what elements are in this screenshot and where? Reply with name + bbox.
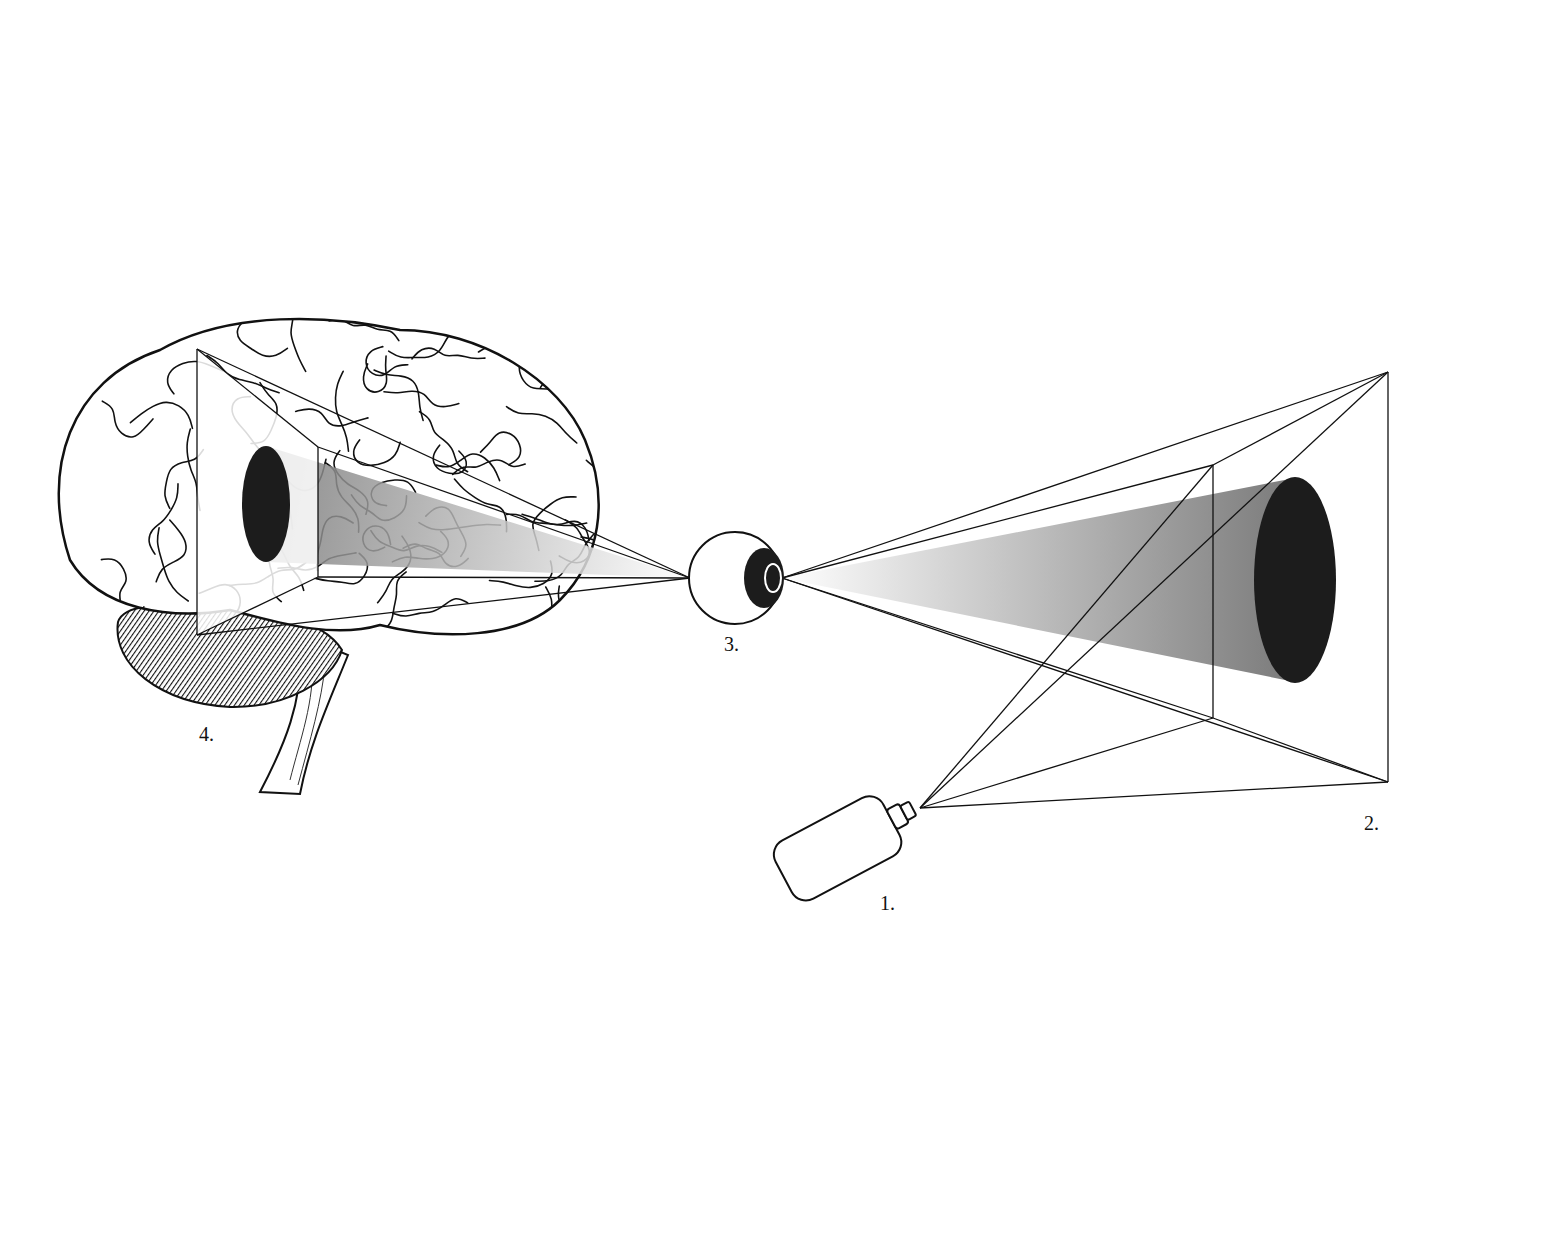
gyrus-line [237, 319, 287, 356]
eye-iris [744, 548, 784, 608]
screen-projection-cone [782, 478, 1295, 682]
gyrus-line [419, 412, 467, 472]
gyrus-line [335, 371, 348, 451]
eye-pupil-highlight [765, 564, 781, 592]
gyrus-line [558, 586, 585, 647]
gyrus-line [433, 445, 466, 473]
gyrus-line [374, 370, 423, 420]
eye [689, 532, 781, 624]
callout-number: 1. [880, 893, 895, 913]
gyrus-line [503, 347, 550, 387]
screen-image-disc [1254, 477, 1336, 683]
gyrus-line [149, 484, 178, 554]
gyrus-line [519, 355, 573, 394]
gyrus-line [479, 334, 543, 355]
gyrus-line [481, 432, 521, 465]
gyrus-line [389, 328, 455, 358]
brain-frame-fill [197, 349, 318, 635]
brain-image-disc [242, 446, 290, 562]
gyrus-line [102, 401, 153, 437]
callout-number: 2. [1364, 813, 1379, 833]
gyrus-line [156, 520, 186, 582]
callout-number: 4. [199, 724, 214, 744]
gyrus-line [101, 559, 126, 618]
screen-frame [782, 372, 1388, 808]
brain-projection-cone [266, 446, 690, 578]
gyrus-line [8, 413, 75, 455]
callout-number: 3. [724, 634, 739, 654]
gyrus-line [567, 320, 639, 330]
gyrus-line [329, 320, 399, 341]
gyrus-line [384, 391, 459, 406]
gyrus-line [412, 348, 485, 359]
brain-frame [197, 349, 690, 635]
gyrus-line [48, 605, 65, 680]
gyrus-line [370, 572, 406, 638]
gyrus-line [132, 607, 164, 657]
gyrus-line [366, 347, 408, 376]
gyrus-line [291, 293, 306, 371]
gyrus-line [507, 407, 577, 443]
gyrus-line [586, 431, 617, 470]
projector [768, 779, 928, 906]
gyrus-line [130, 402, 192, 428]
